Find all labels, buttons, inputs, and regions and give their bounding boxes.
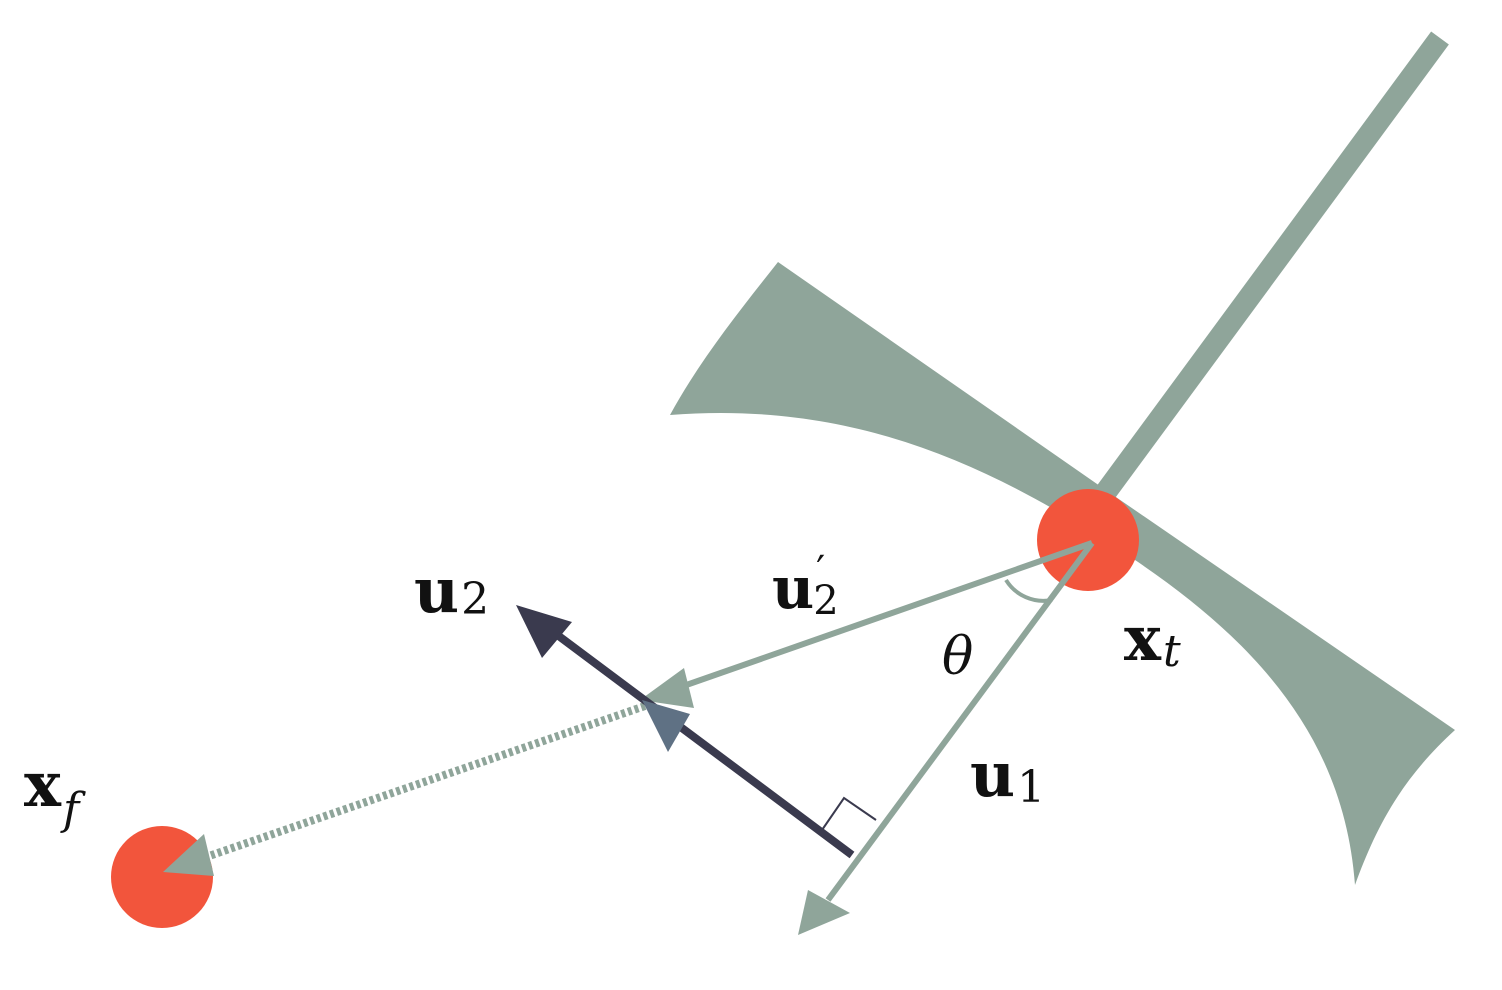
arrowhead-u1 [798, 890, 850, 935]
label-u2-prime: u′2 [772, 548, 839, 624]
arrow-u2 [545, 624, 855, 859]
label-u1: u1 [970, 738, 1045, 813]
theta-arc [1004, 578, 1053, 603]
point-xt [1037, 489, 1139, 591]
overlap-arrowhead [642, 700, 690, 752]
arrowhead-u2-prime [640, 668, 694, 708]
arrowhead-xf [163, 834, 214, 876]
label-u2: u2 [414, 554, 489, 627]
arrow-u2-prime [671, 540, 1093, 693]
label-xt: xt [1124, 602, 1181, 677]
label-xf: xf [24, 748, 86, 835]
right-angle-marker [821, 796, 877, 831]
normal-bar [1091, 31, 1449, 507]
arrowhead-u2 [516, 605, 572, 658]
bowtie-shape [670, 262, 1455, 885]
arrow-u1 [825, 541, 1095, 902]
dotted-line-to-xf [178, 702, 647, 870]
label-theta: θ [942, 627, 973, 687]
